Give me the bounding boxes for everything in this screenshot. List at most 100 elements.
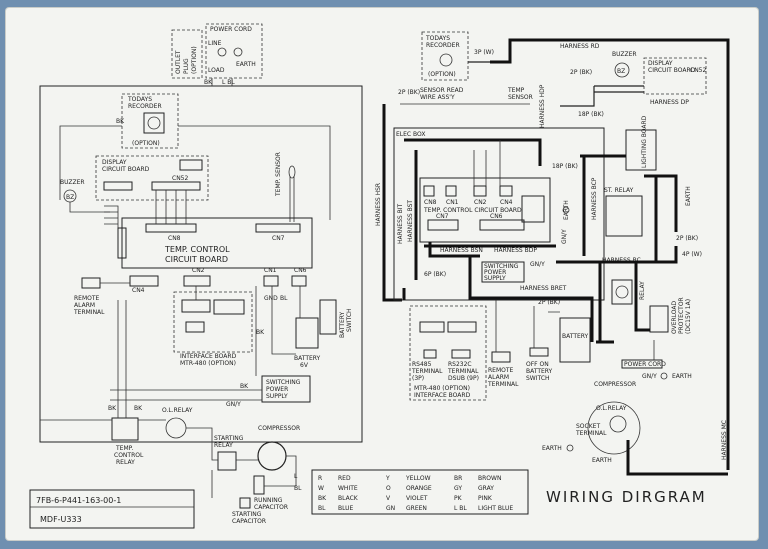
- battery-switch: [319, 299, 337, 335]
- svg-text:SWITCH: SWITCH: [346, 308, 353, 332]
- svg-text:REMOTE: REMOTE: [74, 295, 100, 302]
- temp-sensor-label: TEMP. SENSOR: [275, 152, 282, 197]
- svg-text:TEMP: TEMP: [507, 87, 525, 94]
- outlet-wire-bk: BK: [204, 79, 213, 86]
- svg-text:POWER: POWER: [266, 386, 288, 393]
- temp-sensor-icon: [288, 165, 296, 179]
- svg-text:4P (W): 4P (W): [682, 251, 702, 258]
- svg-text:BLUE: BLUE: [338, 505, 354, 512]
- power-cord-label: POWER CORD: [210, 26, 252, 33]
- svg-text:BL: BL: [318, 505, 326, 512]
- buzzer-label: BUZZER: [60, 179, 85, 186]
- svg-text:SENSOR: SENSOR: [508, 94, 533, 101]
- svg-text:BL: BL: [280, 295, 288, 302]
- svg-text:TERMINAL: TERMINAL: [411, 368, 443, 375]
- svg-text:BK: BK: [108, 405, 117, 412]
- svg-text:EARTH: EARTH: [563, 200, 570, 220]
- svg-text:RED: RED: [338, 475, 351, 482]
- interface-board-box: [173, 291, 253, 353]
- right-switching-power: [481, 261, 525, 283]
- svg-text:RUNNING: RUNNING: [254, 497, 283, 504]
- svg-text:VIOLET: VIOLET: [406, 495, 428, 502]
- svg-text:BK: BK: [240, 383, 249, 390]
- svg-text:INTERFACE BOARD: INTERFACE BOARD: [180, 353, 237, 360]
- svg-text:TERMINAL: TERMINAL: [575, 430, 607, 437]
- left-ol-relay-label: O.L.RELAY: [162, 407, 193, 414]
- svg-text:DSUB (9P): DSUB (9P): [448, 375, 479, 382]
- color-legend: [311, 469, 529, 515]
- svg-text:STARTING: STARTING: [214, 435, 244, 442]
- power-plug-icon: [217, 47, 227, 57]
- svg-text:SOCKET: SOCKET: [576, 423, 600, 430]
- svg-text:O.L.RELAY: O.L.RELAY: [596, 405, 627, 412]
- svg-text:LIGHTING BOARD: LIGHTING BOARD: [641, 115, 648, 168]
- svg-text:W: W: [318, 485, 324, 492]
- svg-text:INTERFACE BOARD: INTERFACE BOARD: [414, 392, 471, 399]
- svg-text:CN1: CN1: [264, 267, 277, 274]
- svg-text:PK: PK: [454, 495, 463, 502]
- title-block: [29, 489, 195, 529]
- svg-text:RELAY: RELAY: [116, 459, 135, 466]
- svg-text:ST. RELAY: ST. RELAY: [604, 187, 634, 194]
- svg-text:ALARM: ALARM: [488, 374, 509, 381]
- svg-text:ALARM: ALARM: [74, 302, 95, 309]
- svg-text:TERMINAL: TERMINAL: [73, 309, 105, 316]
- svg-text:BLACK: BLACK: [338, 495, 359, 502]
- svg-text:BROWN: BROWN: [478, 475, 501, 482]
- svg-text:RS485: RS485: [412, 361, 432, 368]
- right-interface-board: [409, 305, 487, 401]
- svg-text:18P (BK): 18P (BK): [552, 163, 578, 170]
- svg-text:BR: BR: [454, 475, 462, 482]
- svg-text:GN/Y: GN/Y: [226, 401, 241, 408]
- svg-text:HARNESS BRET: HARNESS BRET: [520, 285, 567, 292]
- power-line-label: LINE: [208, 40, 222, 47]
- svg-text:EARTH: EARTH: [592, 457, 612, 464]
- svg-text:SUPPLY: SUPPLY: [266, 393, 288, 400]
- svg-text:SWITCHING: SWITCHING: [484, 263, 519, 270]
- svg-text:CN4: CN4: [132, 287, 145, 294]
- svg-text:GREEN: GREEN: [406, 505, 427, 512]
- svg-text:EARTH: EARTH: [672, 373, 692, 380]
- svg-text:CN2: CN2: [192, 267, 205, 274]
- svg-text:R: R: [318, 475, 322, 482]
- svg-text:TEMP.: TEMP.: [115, 445, 133, 452]
- svg-text:HARNESS MC: HARNESS MC: [721, 420, 728, 460]
- svg-text:PROTECTOR: PROTECTOR: [678, 297, 685, 334]
- svg-text:GY: GY: [454, 485, 462, 492]
- svg-text:BATTERY: BATTERY: [339, 311, 346, 338]
- right-board: [419, 177, 551, 243]
- svg-text:HARNESS BST: HARNESS BST: [407, 200, 414, 242]
- elec-box: [393, 127, 605, 301]
- svg-text:CN4: CN4: [500, 199, 513, 206]
- outlet-vertical-3: (OPTION): [191, 46, 198, 74]
- remote-alarm-terminal: [81, 277, 101, 289]
- svg-text:HARNESS HDP: HARNESS HDP: [539, 84, 546, 128]
- left-board: [121, 217, 313, 269]
- outlet-vertical-1: OUTLET: [175, 50, 182, 74]
- board-cn7-label: CN7: [272, 235, 285, 242]
- display-board-label-2: CIRCUIT BOARD: [102, 166, 150, 173]
- left-frame: [39, 85, 363, 443]
- st-relay-box: [605, 195, 643, 237]
- battery-icon: [295, 317, 319, 349]
- svg-text:BATTERY: BATTERY: [526, 368, 553, 375]
- svg-text:(OPTION): (OPTION): [428, 71, 456, 78]
- switching-power-box: [261, 375, 311, 403]
- svg-text:EARTH: EARTH: [542, 445, 562, 452]
- harness-bret-line: [468, 256, 594, 342]
- svg-text:TODAYS: TODAYS: [425, 35, 450, 42]
- right-power-cord: [621, 359, 663, 369]
- svg-text:2P (BK): 2P (BK): [538, 299, 560, 306]
- svg-text:L: L: [294, 473, 298, 480]
- svg-text:TERMINAL: TERMINAL: [447, 368, 479, 375]
- svg-text:WHITE: WHITE: [338, 485, 358, 492]
- svg-text:COMPRESSOR: COMPRESSOR: [594, 381, 636, 388]
- svg-text:GN: GN: [386, 505, 395, 512]
- svg-text:GN/Y: GN/Y: [642, 373, 657, 380]
- recorder-label-2: RECORDER: [128, 103, 162, 110]
- svg-text:REMOTE: REMOTE: [488, 367, 514, 374]
- harness-rd-line: [490, 38, 730, 470]
- svg-text:SENSOR READ: SENSOR READ: [420, 87, 464, 94]
- right-recorder-box: [421, 31, 469, 81]
